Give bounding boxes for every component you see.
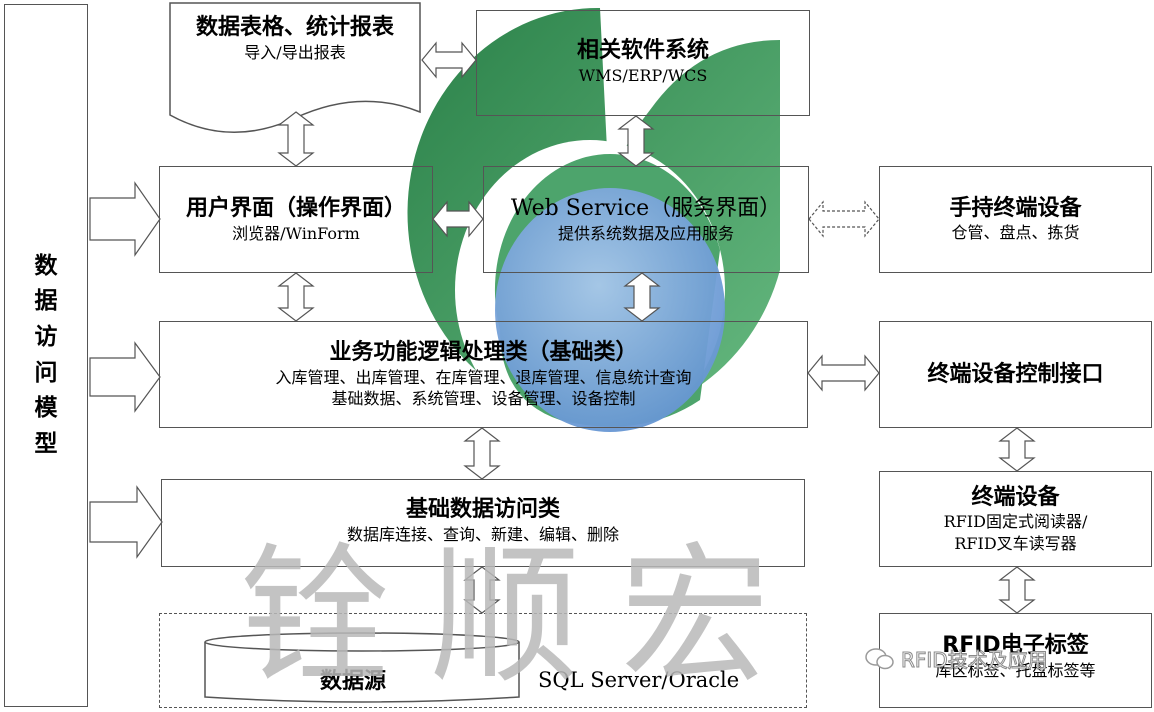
side-label-char: 问 — [34, 359, 58, 386]
terminal-box: 终端设备 RFID固定式阅读器/ RFID叉车读写器 — [879, 471, 1152, 567]
arrow-web-logic — [623, 272, 661, 322]
related-software-box: 相关软件系统 WMS/ERP/WCS — [476, 10, 810, 116]
ref-arrow-1 — [89, 181, 161, 257]
rfid-tag-subtitle: 库区标签、托盘标签等 — [935, 660, 1096, 680]
data-access-title: 基础数据访问类 — [405, 497, 560, 522]
data-access-model-label: 数据访问模型 — [35, 249, 58, 463]
rfid-tag-title: RFID电子标签 — [942, 633, 1089, 658]
arrow-control-terminal — [998, 427, 1036, 472]
arrow-access-source — [463, 566, 501, 614]
wechat-icon — [865, 647, 895, 671]
arrow-terminal-tag — [998, 566, 1036, 614]
web-service-title: Web Service（服务界面） — [510, 196, 782, 221]
terminal-line1: RFID固定式阅读器/ — [943, 512, 1088, 532]
side-label-char: 数 — [34, 252, 58, 279]
arrow-report-ui — [277, 111, 315, 167]
web-service-subtitle: 提供系统数据及应用服务 — [557, 223, 734, 243]
business-logic-line2: 基础数据、系统管理、设备管理、设备控制 — [331, 389, 636, 409]
data-source-db: SQL Server/Oracle — [538, 668, 740, 692]
handheld-subtitle: 仓管、盘点、拣货 — [951, 223, 1080, 243]
rfid-tag-box: RFID电子标签 库区标签、托盘标签等 — [879, 613, 1152, 708]
side-label-char: 访 — [34, 323, 58, 350]
ref-arrow-3 — [89, 485, 163, 559]
report-subtitle: 导入/导出报表 — [244, 42, 346, 62]
wechat-account-name: RFID技术及应用 — [901, 648, 1049, 673]
wechat-account: RFID技术及应用 — [865, 644, 1048, 673]
business-logic-title: 业务功能逻辑处理类（基础类） — [329, 340, 638, 366]
report-title: 数据表格、统计报表 — [195, 15, 394, 40]
arrow-report-software — [421, 41, 477, 79]
business-logic-line1: 入库管理、出库管理、在库管理、退库管理、信息统计查询 — [275, 367, 692, 387]
data-source-box — [159, 613, 807, 708]
arrow-ui-logic — [277, 272, 315, 322]
terminal-line2: RFID叉车读写器 — [954, 533, 1077, 553]
user-interface-title: 用户界面（操作界面） — [185, 196, 406, 221]
related-software-title: 相关软件系统 — [576, 38, 709, 63]
device-control-title: 终端设备控制接口 — [927, 361, 1104, 387]
related-software-subtitle: WMS/ERP/WCS — [578, 65, 708, 85]
device-control-box: 终端设备控制接口 — [879, 321, 1152, 428]
ref-arrow-2 — [89, 341, 161, 413]
arrow-ui-web — [432, 200, 484, 238]
data-source-title: 数据源 — [320, 669, 387, 694]
side-label-char: 模 — [34, 395, 58, 422]
arrow-software-web — [617, 115, 655, 167]
data-access-subtitle: 数据库连接、查询、新建、编辑、删除 — [346, 524, 619, 544]
arrow-logic-access — [463, 427, 501, 480]
side-label-char: 据 — [34, 288, 58, 315]
report-box: 数据表格、统计报表 导入/导出报表 — [170, 14, 420, 63]
user-interface-subtitle: 浏览器/WinForm — [232, 223, 360, 243]
web-service-box: Web Service（服务界面） 提供系统数据及应用服务 — [483, 166, 809, 273]
data-access-model-box: 数据访问模型 — [4, 4, 88, 707]
user-interface-box: 用户界面（操作界面） 浏览器/WinForm — [159, 166, 433, 273]
business-logic-box: 业务功能逻辑处理类（基础类） 入库管理、出库管理、在库管理、退库管理、信息统计查… — [159, 321, 808, 428]
data-access-box: 基础数据访问类 数据库连接、查询、新建、编辑、删除 — [161, 479, 805, 567]
watermark-text: 铨顺宏 — [240, 530, 811, 704]
handheld-title: 手持终端设备 — [949, 195, 1082, 221]
side-label-char: 型 — [34, 430, 58, 457]
arrow-logic-control — [807, 354, 880, 392]
arrow-web-handheld — [808, 200, 880, 238]
terminal-title: 终端设备 — [971, 484, 1060, 510]
handheld-box: 手持终端设备 仓管、盘点、拣货 — [879, 166, 1152, 273]
